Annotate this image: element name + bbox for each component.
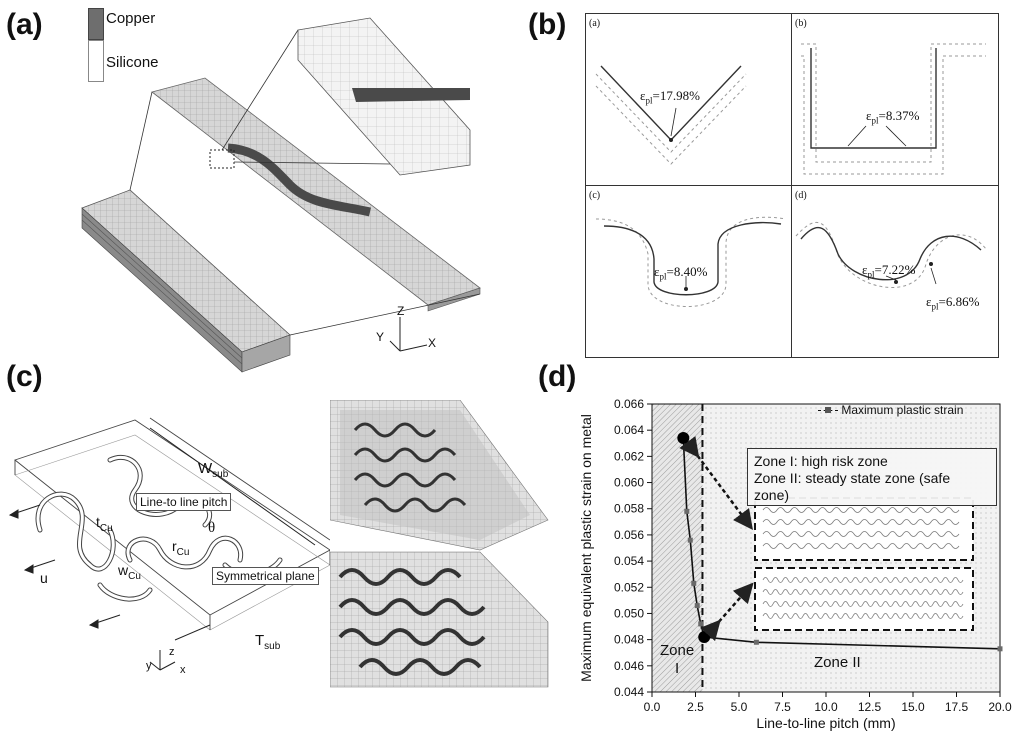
data-point-marker <box>691 580 697 586</box>
data-point-marker <box>687 537 693 543</box>
legend-silicone: Silicone <box>106 54 159 71</box>
copper-swatch <box>88 8 104 40</box>
y-tick-label: 0.056 <box>614 528 644 542</box>
zone-annotation-line3: zone) <box>754 487 790 503</box>
panel-b-label: (b) <box>528 8 567 41</box>
x-tick-label: 15.0 <box>901 700 925 714</box>
y-tick-label: 0.048 <box>614 633 644 647</box>
axis-triad-a <box>389 317 428 352</box>
x-tick-label: 10.0 <box>814 700 838 714</box>
zoom-inset <box>297 17 471 176</box>
subpanel-tag-c: (c) <box>589 190 601 201</box>
chart-legend: Maximum plastic strain <box>818 403 963 417</box>
axis-y-a: Y <box>376 330 385 344</box>
zone2-label: Zone II <box>814 654 861 671</box>
zone-annotation-line1: Zone I: high risk zone <box>754 453 888 469</box>
copper-trace <box>227 143 372 217</box>
strain-label-a: εpl=17.98% <box>640 88 700 106</box>
silicone-swatch <box>88 40 104 82</box>
panel-c-renderings <box>330 400 549 688</box>
panel-c-schematic <box>8 417 330 671</box>
subpanel-tag-d: (d) <box>795 190 807 201</box>
highlight-point <box>698 631 711 644</box>
y-tick-label: 0.044 <box>614 685 644 699</box>
symmetry-label-box: Symmetrical plane <box>212 567 319 585</box>
inset-arrow <box>679 436 753 531</box>
y-tick-label: 0.064 <box>614 423 644 437</box>
strain-chart: 0.0 2.5 5.0 7.5 10.0 12.5 15.0 17.5 20.0 0.044 0.… <box>578 397 1012 731</box>
inset-arrow <box>700 582 754 642</box>
x-tick-label: 7.5 <box>774 700 791 714</box>
data-point-marker <box>698 621 704 627</box>
legend-copper: Copper <box>106 10 156 27</box>
strain-label-d1: εpl=7.22% <box>862 262 916 280</box>
data-point-marker <box>753 639 759 645</box>
serpentine-pattern <box>762 577 964 583</box>
r-cu-label: rCu <box>172 538 190 558</box>
serpentine-pattern <box>762 531 960 537</box>
y-tick-label: 0.050 <box>614 606 644 620</box>
strain-label-c: εpl=8.40% <box>654 264 708 282</box>
subpanel-tag-b: (b) <box>795 18 807 29</box>
panel-a-mesh-drawing <box>81 17 481 373</box>
x-tick-label: 12.5 <box>858 700 882 714</box>
serpentine-pattern <box>762 507 960 513</box>
serpentine-pattern <box>762 589 964 595</box>
rendering-bottom <box>330 551 549 688</box>
strain-label-b: εpl=8.37% <box>866 108 920 126</box>
u-label: u <box>40 570 48 586</box>
t-sub-label: Tsub <box>255 632 281 652</box>
x-tick-label: 0.0 <box>644 700 661 714</box>
serpentine-inset <box>754 567 974 631</box>
theta-label: θ <box>208 520 216 536</box>
serpentine-inset <box>754 497 974 561</box>
panel-a-label: (a) <box>6 8 43 41</box>
legend-line-icon <box>818 407 838 414</box>
panel-c-label: (c) <box>6 360 43 393</box>
y-tick-label: 0.066 <box>614 397 644 411</box>
y-tick-label: 0.054 <box>614 554 644 568</box>
strain-label-d2: εpl=6.86% <box>926 294 980 312</box>
y-axis-title: Maximum equivalent plastic strain on met… <box>578 414 594 682</box>
w-sub-label: Wsub <box>198 460 229 480</box>
zone-annotation-line2: Zone II: steady state zone (safe <box>754 470 951 486</box>
axis-y-c: y <box>146 660 152 672</box>
data-point-marker <box>684 508 690 514</box>
x-tick-label: 2.5 <box>687 700 704 714</box>
x-tick-label: 20.0 <box>988 700 1012 714</box>
legend-series-name: Maximum plastic strain <box>841 403 964 417</box>
highlight-point <box>677 432 690 445</box>
x-axis-title: Line-to-line pitch (mm) <box>756 715 895 731</box>
data-point-marker <box>694 603 700 609</box>
y-tick-label: 0.052 <box>614 580 644 594</box>
serpentine-pattern <box>762 519 960 525</box>
y-tick-label: 0.058 <box>614 502 644 516</box>
x-tick-label: 17.5 <box>945 700 969 714</box>
zone-annotation-box: Zone I: high risk zone Zone II: steady s… <box>747 448 997 506</box>
subpanel-tag-a: (a) <box>589 18 601 29</box>
y-tick-label: 0.060 <box>614 476 644 490</box>
panel-d-label: (d) <box>538 360 577 393</box>
y-tick-label: 0.062 <box>614 449 644 463</box>
axis-z-a: Z <box>397 304 405 318</box>
serpentine-pattern <box>762 601 964 607</box>
serpentine-pattern <box>762 543 960 549</box>
pitch-label-box: Line-to line pitch <box>136 493 232 511</box>
panel-b-traces <box>595 43 987 307</box>
axis-x-a: X <box>428 336 437 350</box>
axis-x-c: x <box>180 664 186 676</box>
w-cu-label: wCu <box>118 562 141 582</box>
x-tick-label: 5.0 <box>731 700 748 714</box>
rendering-top <box>330 400 549 551</box>
t-cu-label: tCu <box>96 514 113 534</box>
data-point-marker <box>997 646 1003 652</box>
y-tick-label: 0.046 <box>614 659 644 673</box>
serpentine-pattern <box>762 613 964 619</box>
axis-z-c: z <box>169 646 175 658</box>
stacked-block <box>81 189 291 373</box>
